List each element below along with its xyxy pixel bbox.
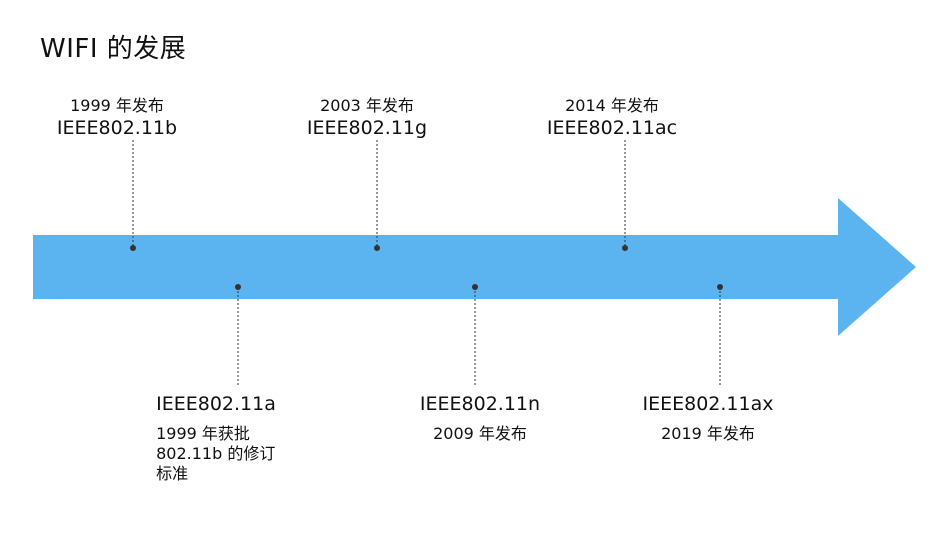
event-year: 2003 年发布 <box>320 96 414 115</box>
event-ax-label: IEEE802.11ax 2019 年发布 <box>643 392 774 444</box>
event-ax-marker <box>717 284 723 290</box>
event-n-label: IEEE802.11n 2009 年发布 <box>420 392 540 444</box>
page-title: WIFI 的发展 <box>40 34 187 64</box>
event-note-line: 标准 <box>156 464 189 483</box>
event-standard: IEEE802.11a <box>156 393 276 415</box>
event-g-label: 2003 年发布 IEEE802.11g <box>307 96 427 140</box>
event-year: 2014 年发布 <box>565 96 659 115</box>
event-a-marker <box>235 284 241 290</box>
event-standard: IEEE802.11g <box>306 117 428 139</box>
event-note-line: 802.11b 的修订 <box>156 444 276 463</box>
event-year: 2019 年发布 <box>661 424 755 443</box>
event-n-marker <box>472 284 478 290</box>
event-year: 1999 年发布 <box>70 96 164 115</box>
event-b-marker <box>130 245 136 251</box>
event-year: 2009 年发布 <box>433 424 527 443</box>
timeline-arrow <box>33 198 916 336</box>
event-year: 1999 年获批 <box>156 424 250 443</box>
event-standard: IEEE802.11n <box>419 393 541 415</box>
event-g-marker <box>374 245 380 251</box>
event-standard: IEEE802.11ax <box>642 393 774 415</box>
event-a-label: IEEE802.11a 1999 年获批 802.11b 的修订 标准 <box>156 392 276 484</box>
event-ac-marker <box>622 245 628 251</box>
event-standard: IEEE802.11ac <box>546 117 678 139</box>
event-standard: IEEE802.11b <box>56 117 178 139</box>
event-ac-label: 2014 年发布 IEEE802.11ac <box>547 96 677 140</box>
event-b-label: 1999 年发布 IEEE802.11b <box>57 96 177 140</box>
